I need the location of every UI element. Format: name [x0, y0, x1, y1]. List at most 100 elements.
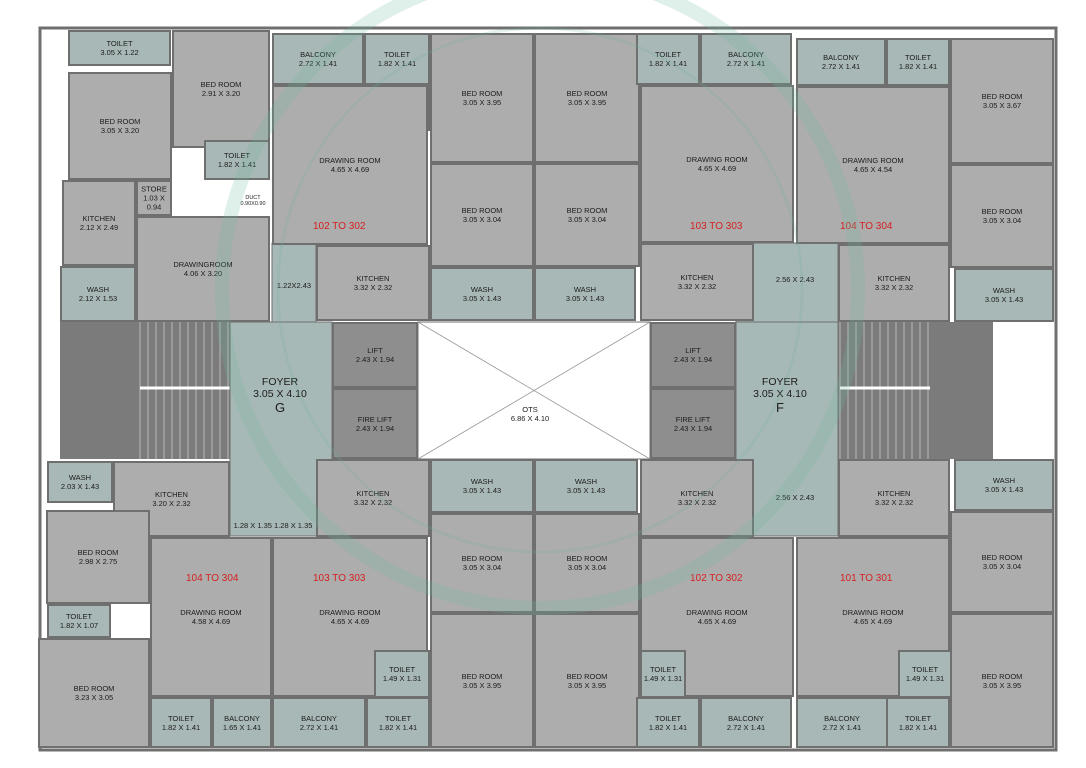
room-dimension: 3.05 X 1.43: [565, 294, 605, 303]
room-name: KITCHEN: [680, 489, 714, 498]
room-dimension: 3.05 X 3.95: [567, 98, 607, 107]
room-name: STORE: [141, 184, 167, 194]
room-name: WASH: [992, 476, 1016, 485]
room-name: BED ROOM: [566, 554, 608, 563]
room-name: WASH: [992, 286, 1016, 295]
unit-label-bot-f: 102 TO 302: [690, 573, 743, 584]
room-dimension: 3.05 X 3.04: [982, 562, 1022, 571]
unit-label-bot-left: 104 TO 304: [186, 573, 239, 584]
staircase-right: [838, 322, 993, 459]
room-dimension: 3.05 X 1.43: [462, 294, 502, 303]
room-dimension: 2.12 X 1.53: [78, 294, 118, 303]
room-name: BED ROOM: [981, 207, 1023, 216]
unit-label-top-f: 104 TO 304: [840, 221, 893, 232]
room-dimension: 3.05 X 3.04: [567, 563, 607, 572]
room-dimension: 3.05 X 3.04: [982, 216, 1022, 225]
room-dimension: 2.43 X 1.94: [673, 423, 713, 433]
room-name: BED ROOM: [461, 554, 503, 563]
room-dimension: 3.05 X 3.95: [462, 680, 502, 690]
room-dimension: 3.05 X 3.20: [100, 126, 140, 135]
room-name: WASH: [470, 285, 494, 294]
room-dimension: 2.72 X 1.41: [298, 59, 338, 68]
room-dimension: 2.72 X 1.41: [299, 722, 339, 732]
room-dimension: 1.82 X 1.41: [648, 722, 688, 732]
room-name: KITCHEN: [877, 274, 911, 283]
room-name: DRAWING ROOM: [842, 156, 904, 165]
ots-dim: 6.86 X 4.10: [510, 414, 550, 423]
room-name: KITCHEN: [356, 489, 390, 498]
room-dimension: 1.49 X 1.31: [382, 674, 422, 683]
room-name: TOILET: [106, 39, 133, 48]
room-name: KITCHEN: [82, 214, 116, 223]
room-dimension: 2.72 X 1.41: [726, 59, 766, 68]
room-dimension: 4.58 X 4.69: [191, 617, 231, 626]
room-dimension: 2.72 X 1.41: [822, 722, 862, 732]
room-dimension: 1.82 X 1.41: [217, 160, 257, 169]
room-name: FIRE LIFT: [357, 414, 393, 424]
lobby-f-bottom-dim: 2.56 X 2.43: [775, 493, 815, 502]
unit-label-top-mid: 103 TO 303: [690, 221, 743, 232]
room-name: WASH: [86, 285, 110, 294]
foyer-f-dim: 3.05 X 4.10: [753, 388, 807, 400]
room-dimension: 1.82 X 1.41: [377, 59, 417, 68]
room-name: BED ROOM: [99, 117, 141, 126]
room-dimension: 3.05 X 3.95: [982, 680, 1022, 690]
lobby-g-top-dim: 1.22X2.43: [276, 281, 312, 290]
room-dimension: 3.32 X 2.32: [677, 498, 717, 507]
room-dimension: 3.32 X 2.32: [353, 283, 393, 292]
